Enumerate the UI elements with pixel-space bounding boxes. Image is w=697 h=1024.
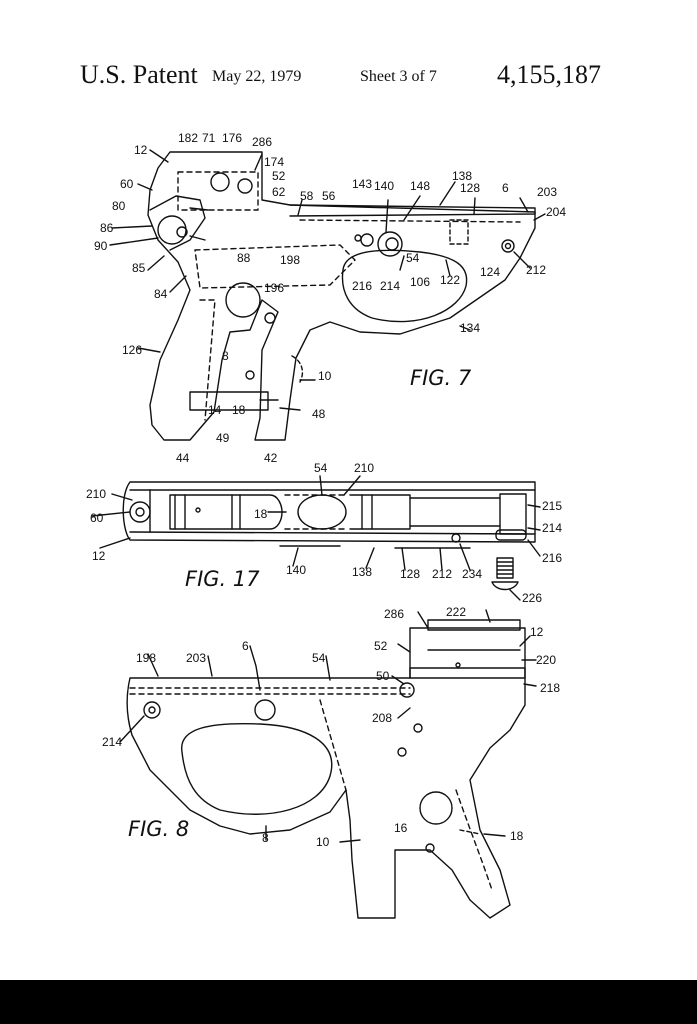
fig17-ref-label: 12 — [92, 549, 106, 563]
fig17-ref-label: 60 — [90, 511, 104, 525]
fig17-ref-label: 216 — [542, 551, 562, 565]
fig7-caption: FIG. 7 — [410, 366, 472, 390]
fig7-ref-label: 52 — [272, 169, 286, 183]
fig8-ref-label: 12 — [530, 625, 544, 639]
sheet-number: Sheet 3 of 7 — [360, 68, 437, 85]
fig7-ref-label: 128 — [460, 181, 480, 195]
fig8-ref-label: 18 — [510, 829, 524, 843]
fig17-ref-label: 234 — [462, 567, 482, 581]
fig17-ref-label: 18 — [254, 507, 268, 521]
fig8-drawing — [119, 609, 537, 919]
fig17-ref-label: 140 — [286, 563, 306, 577]
fig7-ref-label: 212 — [526, 263, 546, 277]
fig8-ref-label: 286 — [384, 607, 404, 621]
fig17-ref-label: 212 — [432, 567, 452, 581]
fig7-ref-label: 138 — [452, 169, 472, 183]
fig7-ref-label: 71 — [202, 131, 216, 145]
fig8-ref-label: 10 — [316, 835, 330, 849]
fig7-ref-label: 106 — [410, 275, 430, 289]
fig8-ref-label: 54 — [312, 651, 326, 665]
fig7-ref-label: 84 — [154, 287, 168, 301]
fig7-ref-label: 42 — [264, 451, 278, 465]
fig7-ref-label: 86 — [100, 221, 114, 235]
patent-date: May 22, 1979 — [212, 68, 302, 85]
fig7-ref-label: 143 — [352, 177, 372, 191]
fig7-ref-label: 122 — [440, 273, 460, 287]
fig7-ref-label: 6 — [502, 181, 509, 195]
fig7-ref-label: 216 — [352, 279, 372, 293]
fig17-ref-label: 226 — [522, 591, 542, 605]
fig7-ref-label: 196 — [264, 281, 284, 295]
fig8-ref-label: 220 — [536, 653, 556, 667]
fig7-ref-label: 182 — [178, 131, 198, 145]
fig7-ref-label: 10 — [318, 369, 332, 383]
fig8-ref-label: 6 — [242, 639, 249, 653]
fig17-ref-label: 210 — [86, 487, 106, 501]
fig8-caption: FIG. 8 — [128, 817, 189, 841]
fig7-ref-label: 134 — [460, 321, 480, 335]
fig7-ref-label: 54 — [406, 251, 420, 265]
fig7-ref-label: 174 — [264, 155, 284, 169]
fig17-ref-label: 138 — [352, 565, 372, 579]
fig7-ref-label: 176 — [222, 131, 242, 145]
fig7-ref-label: 8 — [222, 349, 229, 363]
fig7-ref-label: 14 — [208, 403, 222, 417]
fig8-ref-label: 214 — [102, 735, 122, 749]
fig8-ref-label: 52 — [374, 639, 388, 653]
fig8-ref-label: 208 — [372, 711, 392, 725]
fig17-caption: FIG. 17 — [185, 567, 260, 591]
fig7-drawing — [109, 149, 546, 441]
fig7-ref-label: 49 — [216, 431, 230, 445]
fig8-ref-label: 50 — [376, 669, 390, 683]
fig7-ref-label: 44 — [176, 451, 190, 465]
fig7-ref-label: 286 — [252, 135, 272, 149]
fig7-ref-label: 80 — [112, 199, 126, 213]
fig7-ref-label: 203 — [537, 185, 557, 199]
fig7-ref-label: 56 — [322, 189, 336, 203]
fig7-ref-label: 18 — [232, 403, 246, 417]
fig7-ref-label: 62 — [272, 185, 286, 199]
fig17-ref-label: 210 — [354, 461, 374, 475]
fig17-ref-label: 214 — [542, 521, 562, 535]
fig8-ref-label: 222 — [446, 605, 466, 619]
fig7-ref-label: 126 — [122, 343, 142, 357]
fig7-ref-label: 12 — [134, 143, 148, 157]
fig7-ref-label: 85 — [132, 261, 146, 275]
fig7-ref-label: 58 — [300, 189, 314, 203]
fig8-ref-label: 8 — [262, 831, 269, 845]
fig17-ref-label: 128 — [400, 567, 420, 581]
fig8-ref-label: 203 — [186, 651, 206, 665]
fig7-ref-label: 60 — [120, 177, 134, 191]
fig7-ref-label: 48 — [312, 407, 326, 421]
fig7-ref-label: 204 — [546, 205, 566, 219]
fig17-drawing — [91, 475, 541, 601]
fig7-ref-label: 90 — [94, 239, 108, 253]
bottom-black-band — [0, 980, 697, 1024]
patent-number: 4,155,187 — [497, 60, 601, 89]
fig17-ref-label: 215 — [542, 499, 562, 513]
fig7-ref-label: 140 — [374, 179, 394, 193]
fig8-ref-label: 198 — [136, 651, 156, 665]
fig8-ref-label: 16 — [394, 821, 408, 835]
fig7-ref-label: 148 — [410, 179, 430, 193]
fig7-ref-label: 214 — [380, 279, 400, 293]
fig17-ref-label: 54 — [314, 461, 328, 475]
fig7-ref-label: 198 — [280, 253, 300, 267]
fig8-ref-label: 218 — [540, 681, 560, 695]
patent-title: U.S. Patent — [80, 60, 198, 89]
fig7-ref-label: 88 — [237, 251, 251, 265]
fig7-ref-label: 124 — [480, 265, 500, 279]
